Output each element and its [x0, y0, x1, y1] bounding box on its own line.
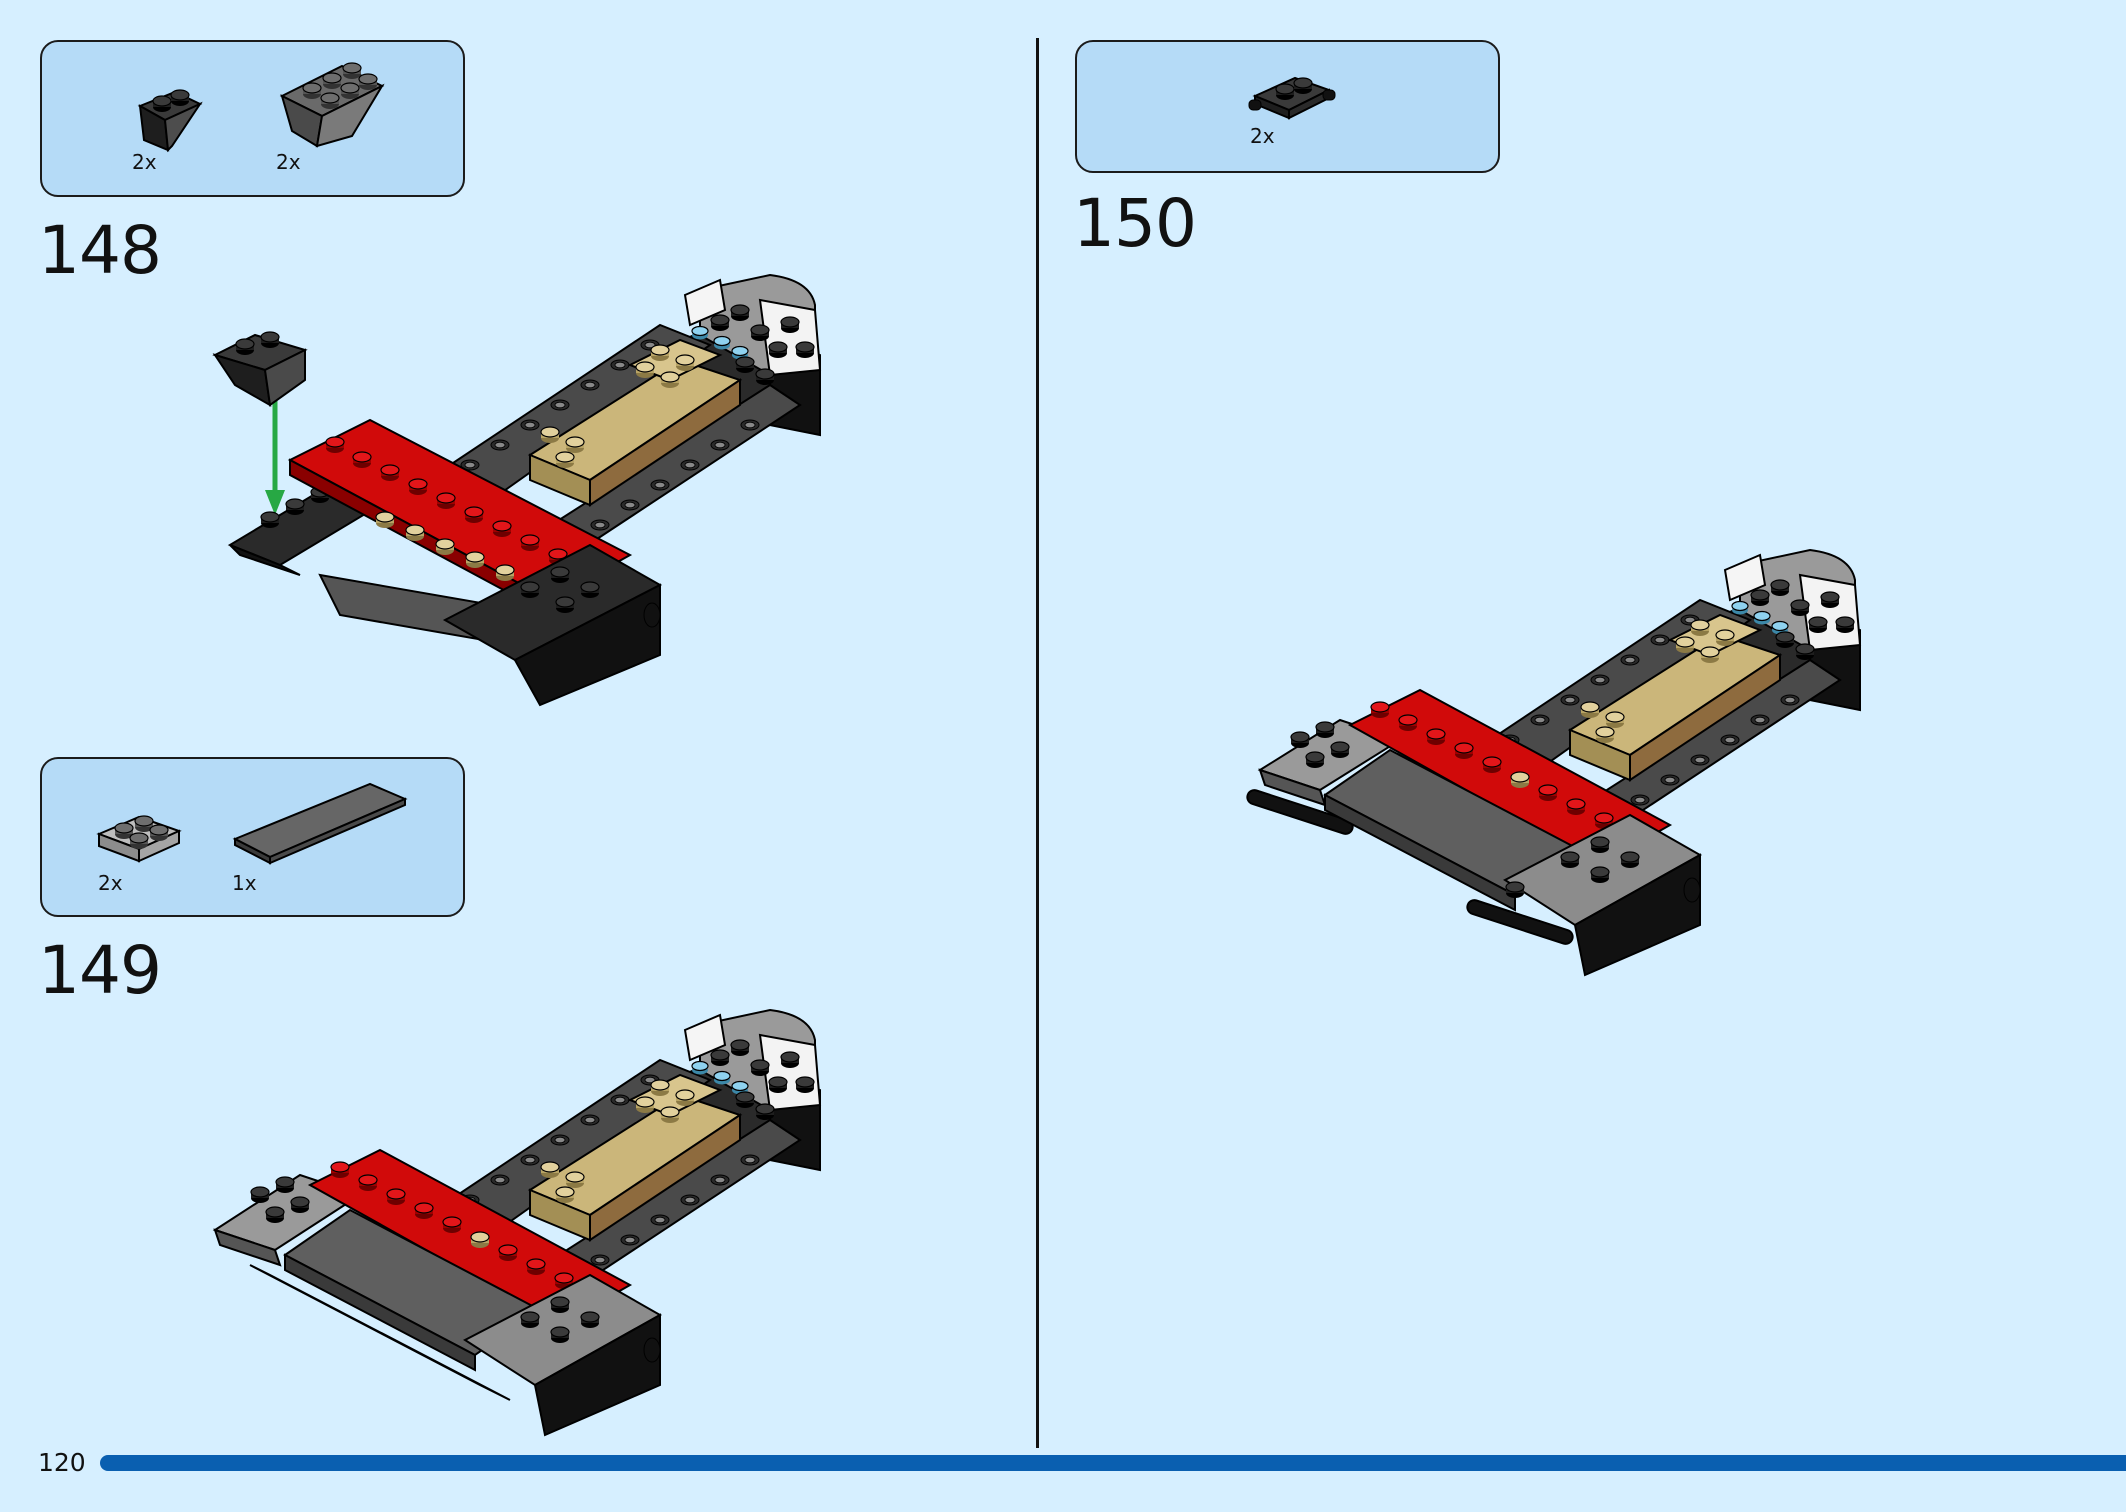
dark-gray-tile-long-icon — [230, 779, 410, 869]
part-quantity: 1x — [232, 871, 257, 895]
model-step-150 — [1240, 530, 1880, 990]
step-number: 149 — [38, 932, 162, 1009]
step-number: 148 — [38, 212, 162, 289]
black-plate-with-clips-icon — [1247, 68, 1337, 128]
page-number: 120 — [38, 1448, 86, 1477]
model-step-148 — [210, 255, 830, 715]
part-quantity: 2x — [98, 871, 123, 895]
part-quantity: 2x — [1250, 124, 1275, 148]
model-step-149 — [210, 990, 830, 1450]
part-quantity: 2x — [132, 150, 157, 174]
light-gray-plate-2x2-icon — [94, 809, 184, 869]
page-divider — [1036, 38, 1039, 1448]
parts-callout-step-148: 2x 2x — [40, 40, 465, 197]
part-quantity: 2x — [276, 150, 301, 174]
step-number: 150 — [1073, 185, 1197, 262]
gray-inverted-slope-2x4-icon — [272, 56, 392, 156]
progress-bar — [100, 1455, 2126, 1471]
parts-callout-step-150: 2x — [1075, 40, 1500, 173]
dark-gray-inverted-slope-icon — [130, 84, 210, 154]
parts-callout-step-149: 2x 1x — [40, 757, 465, 917]
